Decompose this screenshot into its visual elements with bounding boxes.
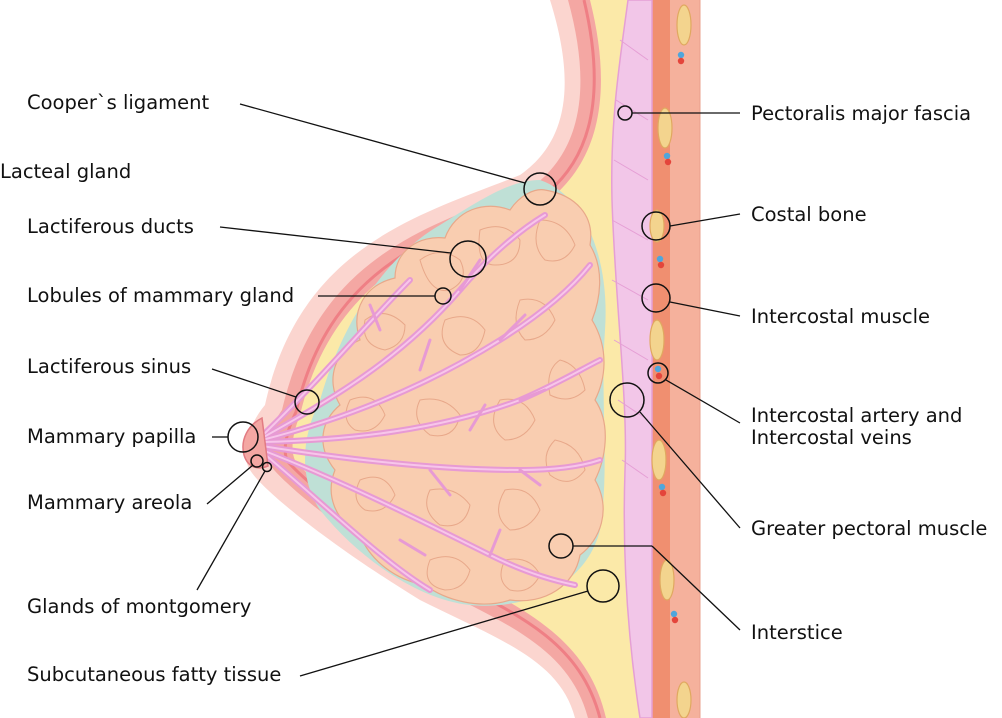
label-greater-pectoral: Greater pectoral muscle xyxy=(751,517,988,540)
label-intercostal-artery: Intercostal artery and xyxy=(751,404,963,427)
intercostal-vessels xyxy=(654,51,685,624)
label-intercostal-veins: Intercostal veins xyxy=(751,426,912,449)
ribs xyxy=(649,4,692,718)
intercostal-muscle-band xyxy=(652,0,670,718)
label-intercostal-muscle: Intercostal muscle xyxy=(751,305,931,328)
label-pectoralis-fascia: Pectoralis major fascia xyxy=(751,102,972,125)
label-costal-bone: Costal bone xyxy=(751,203,867,226)
label-mammary-areola: Mammary areola xyxy=(27,491,193,514)
label-subcutaneous-fat: Subcutaneous fatty tissue xyxy=(27,663,282,686)
label-glands-of-montgomery: Glands of montgomery xyxy=(27,595,252,618)
label-coopers-ligament: Cooper`s ligament xyxy=(27,91,210,114)
leader-lines xyxy=(196,103,741,677)
greater-pectoral-muscle xyxy=(611,0,653,718)
label-lactiferous-ducts: Lactiferous ducts xyxy=(27,215,194,238)
label-mammary-papilla: Mammary papilla xyxy=(27,425,197,448)
lobule-outlines xyxy=(345,219,586,592)
label-lacteal-gland: Lacteal gland xyxy=(0,160,132,183)
label-lactiferous-sinus: Lactiferous sinus xyxy=(27,355,192,378)
label-lobules: Lobules of mammary gland xyxy=(27,284,295,307)
callout-circles xyxy=(227,105,671,603)
label-interstice: Interstice xyxy=(751,621,843,644)
